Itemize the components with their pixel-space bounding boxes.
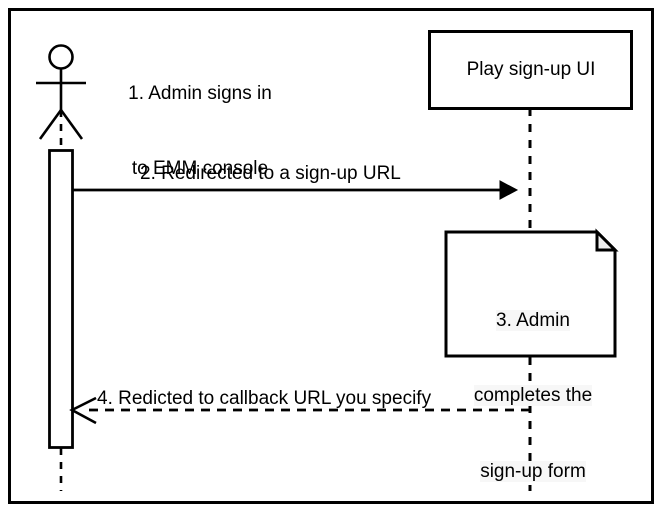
note-step3-body[interactable] (444, 230, 617, 358)
message-2-label: 2. Redirected to a sign-up URL (140, 163, 401, 184)
note-step3-line-3: sign-up form (450, 459, 616, 484)
note-step3-label: 3. Admin completes the sign-up form (450, 258, 616, 512)
note-step3-fold (595, 228, 619, 252)
note-step3-line-2-text: completes the (473, 385, 593, 407)
message-4-arrowhead (69, 396, 97, 425)
note-step3-line-2: completes the (450, 383, 616, 408)
participant-box-play-ui[interactable] (428, 30, 633, 110)
message-4-label: 4. Redicted to callback URL you specify (97, 388, 432, 409)
step-1-line-1: 1. Admin signs in (128, 83, 272, 105)
step-1-annotation-label: 1. Admin signs in to EMM console (105, 31, 295, 232)
message-2-arrowhead (499, 180, 519, 200)
step-1-line-2: to EMM console (131, 158, 269, 180)
note-step3-line-1-text: 3. Admin (496, 310, 570, 332)
participant-label-play-ui: Play sign-up UI (466, 59, 596, 80)
note-step3-line-3-text: sign-up form (480, 460, 586, 482)
activation-bar-admin (48, 149, 74, 449)
actor-admin-icon (36, 44, 86, 140)
note-step3-line-1: 3. Admin (450, 308, 616, 333)
